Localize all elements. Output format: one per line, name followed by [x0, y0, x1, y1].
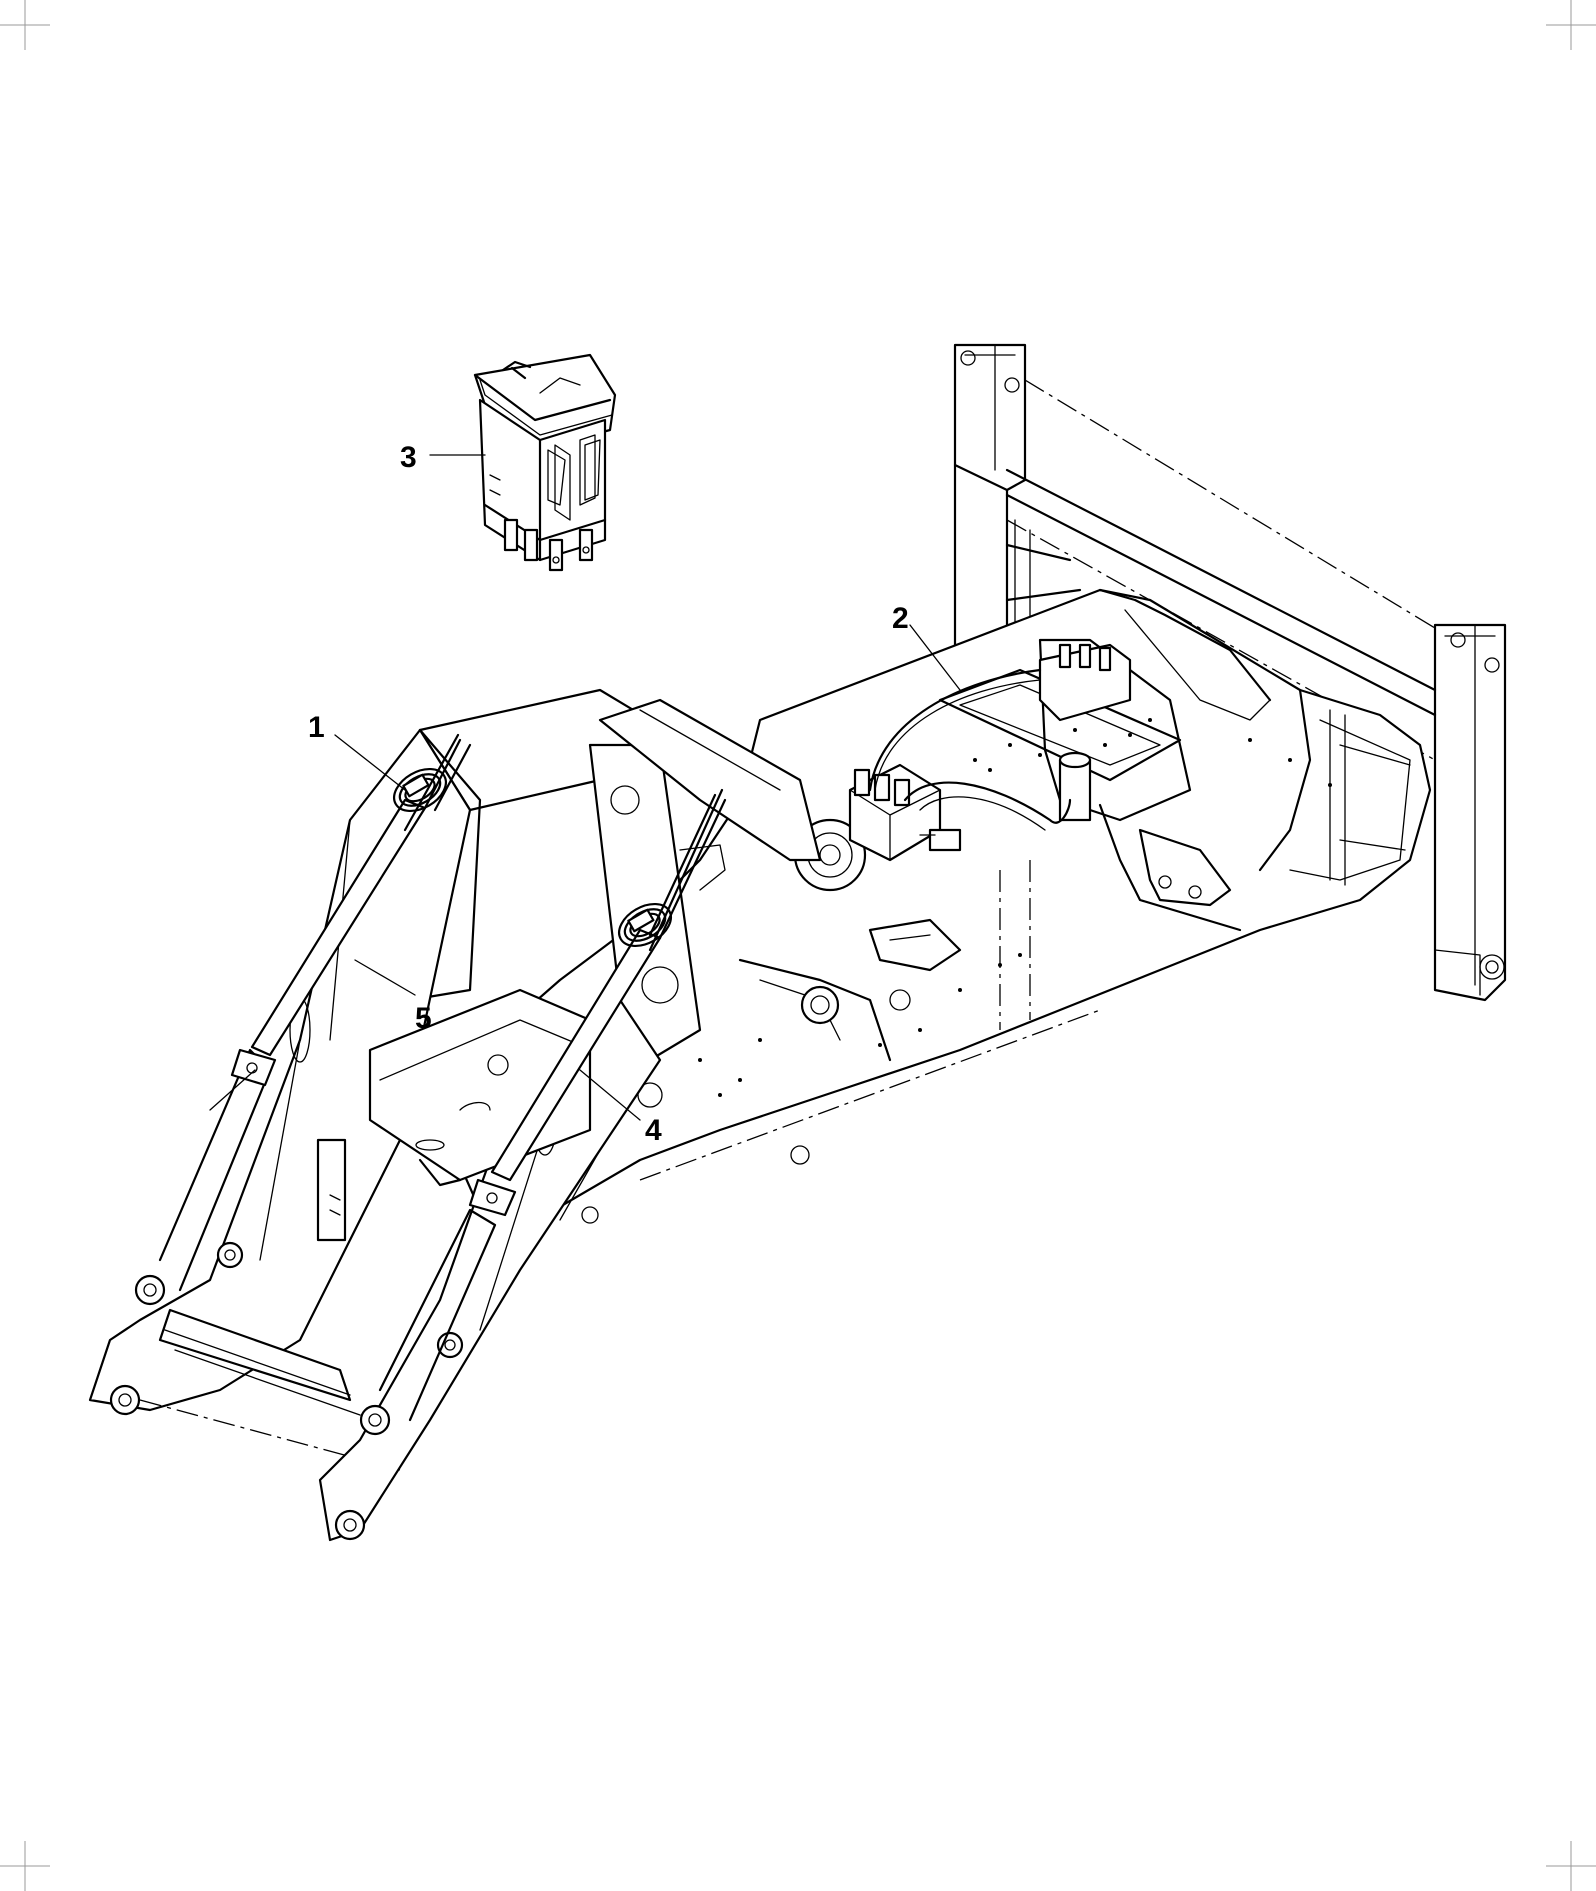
chassis-frame — [438, 588, 1432, 1232]
loader-arms — [88, 688, 822, 1542]
leader-lines — [334, 454, 961, 1121]
callout-2: 2 — [892, 602, 909, 635]
callout-4: 4 — [645, 1114, 662, 1147]
callout-3: 3 — [400, 441, 417, 474]
cylinder-right — [468, 788, 727, 1217]
rops-frame — [953, 343, 1507, 1002]
callout-5: 5 — [415, 1002, 432, 1035]
callout-1: 1 — [308, 711, 325, 744]
cylinder-left — [209, 733, 472, 1111]
hydraulic-valve-assembly — [848, 643, 1132, 862]
rocker-switch — [473, 353, 617, 572]
